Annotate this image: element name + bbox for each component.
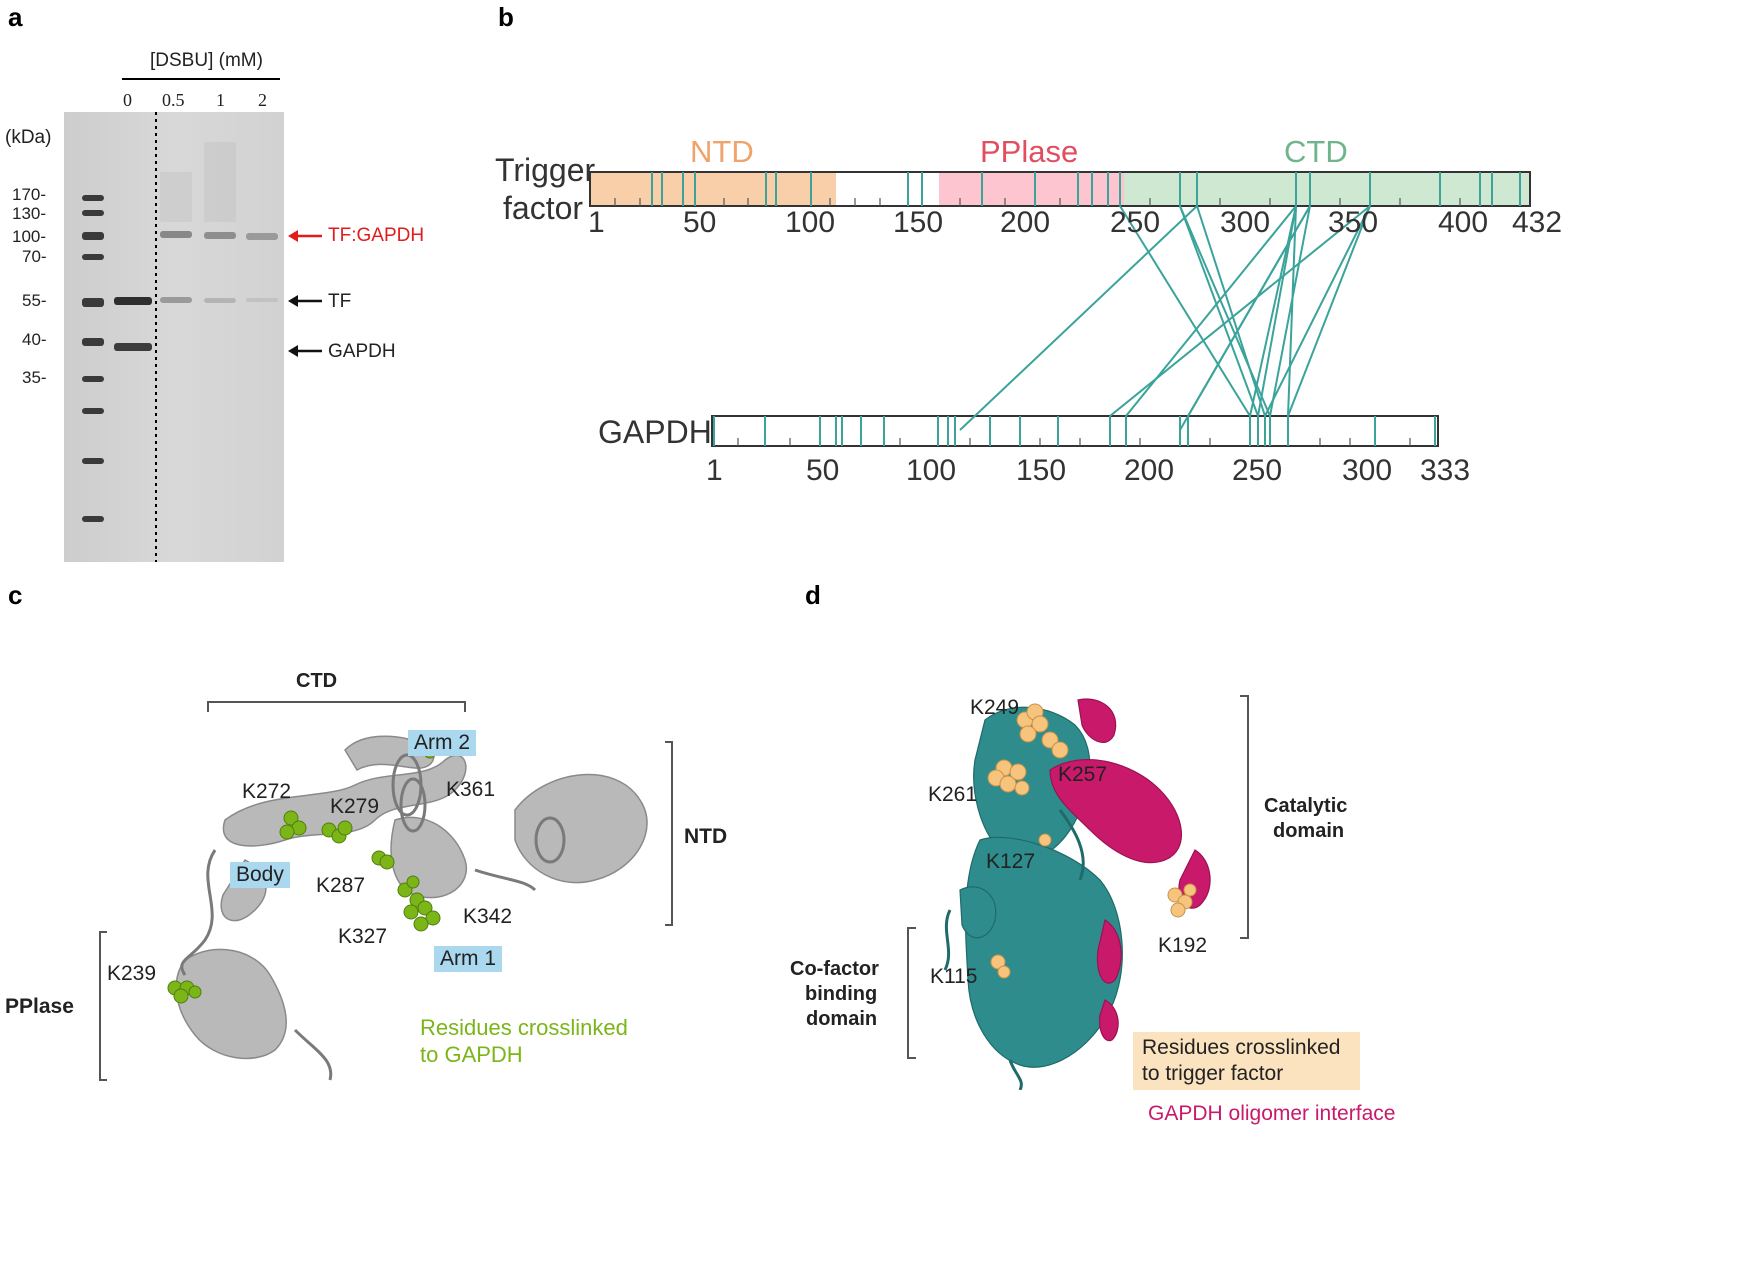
- gapdh-tick-200: 200: [1124, 454, 1175, 487]
- tf-tick-1: 1: [588, 206, 605, 239]
- tf-tick-150: 150: [893, 206, 944, 239]
- domain-ctd: CTD: [1284, 134, 1348, 169]
- gapdh-tick-150: 150: [1016, 454, 1067, 487]
- gapdh-tick-100: 100: [906, 454, 957, 487]
- gapdh-map-label: GAPDH: [598, 414, 712, 450]
- tf-tick-400: 400: [1438, 206, 1489, 239]
- tf-tick-350: 350: [1328, 206, 1379, 239]
- residue-k249: K249: [970, 696, 1020, 719]
- gapdh-tick-300: 300: [1342, 454, 1393, 487]
- gapdh-tick-1: 1: [706, 454, 723, 487]
- gapdh-structure: [907, 695, 1249, 1090]
- panel-label-d: d: [805, 580, 821, 610]
- domain-ntd: NTD: [690, 134, 754, 169]
- gapdh-bar: [711, 415, 1439, 447]
- catalytic-label-1: Catalytic: [1264, 795, 1348, 817]
- marker-35: 35-: [22, 368, 47, 387]
- arrow-gapdh: [288, 345, 322, 357]
- residue-k261: K261: [928, 783, 978, 806]
- tf-tick-200: 200: [1000, 206, 1051, 239]
- residue-k257: K257: [1058, 763, 1108, 786]
- cofactor-label-1: Co-factor: [790, 958, 879, 980]
- ctd-domain: [1124, 172, 1530, 206]
- cofactor-label-3: domain: [806, 1008, 878, 1030]
- tag-arm2: Arm 2: [408, 730, 477, 756]
- residue-k279: K279: [330, 795, 380, 818]
- tf-legend-line2: to GAPDH: [420, 1042, 523, 1067]
- pplase-label: PPlase: [5, 995, 74, 1018]
- cofactor-label-2: binding: [805, 983, 878, 1005]
- residue-k272: K272: [242, 780, 292, 803]
- residue-k287: K287: [316, 874, 366, 897]
- ntd-label: NTD: [684, 825, 728, 848]
- tf-structure: [99, 701, 673, 1081]
- tf-tick-50: 50: [683, 206, 717, 239]
- tf-tick-100: 100: [785, 206, 836, 239]
- pplase-domain: [939, 172, 1124, 206]
- marker-170: 170-: [12, 185, 47, 204]
- ntd-domain: [590, 172, 836, 206]
- arrow-tf-gapdh: [288, 230, 322, 242]
- annotation-tf: TF: [328, 291, 352, 312]
- lane-label-2: 2: [258, 90, 267, 110]
- residue-k127: K127: [986, 850, 1036, 873]
- marker-70: 70-: [22, 247, 47, 266]
- panel-label-a: a: [8, 2, 23, 32]
- kda-label: (kDa): [5, 127, 52, 148]
- gapdh-tick-250: 250: [1232, 454, 1283, 487]
- dsbu-title: [DSBU] (mM): [150, 50, 263, 71]
- residue-k192: K192: [1158, 934, 1208, 957]
- residue-k115: K115: [930, 965, 978, 988]
- gapdh-tick-50: 50: [806, 454, 840, 487]
- gapdh-interface-label: GAPDH oligomer interface: [1148, 1102, 1396, 1125]
- annotation-tf-gapdh: TF:GAPDH: [328, 225, 425, 246]
- dsbu-bracket-line: [122, 78, 280, 80]
- gapdh-tick-333: 333: [1420, 454, 1471, 487]
- tag-arm1: Arm 1: [434, 946, 503, 972]
- residue-k342: K342: [463, 905, 513, 928]
- panel-label-b: b: [498, 2, 514, 32]
- residue-k239: K239: [107, 962, 157, 985]
- tf-legend-line1: Residues crosslinked: [420, 1015, 628, 1040]
- annotation-gapdh: GAPDH: [328, 341, 396, 362]
- marker-130: 130-: [12, 204, 47, 223]
- gapdh-legend-box: [1133, 1032, 1360, 1090]
- lane-label-05: 0.5: [162, 90, 185, 110]
- tf-label-line2: factor: [503, 190, 584, 226]
- gapdh-legend-line1: Residues crosslinked: [1142, 1036, 1341, 1059]
- crosslink-map: [589, 171, 1531, 447]
- ctd-label: CTD: [296, 670, 338, 692]
- marker-40: 40-: [22, 330, 47, 349]
- residue-k327: K327: [338, 925, 388, 948]
- catalytic-label-2: domain: [1273, 820, 1345, 842]
- lane-label-1: 1: [216, 90, 225, 110]
- tf-tick-432: 432: [1512, 206, 1563, 239]
- marker-100: 100-: [12, 227, 47, 246]
- tag-body: Body: [230, 862, 290, 888]
- residue-k361: K361: [446, 778, 496, 801]
- gel-image: [64, 112, 284, 562]
- marker-55: 55-: [22, 291, 47, 310]
- tf-tick-250: 250: [1110, 206, 1161, 239]
- domain-pplase: PPlase: [980, 134, 1079, 169]
- lane-label-0: 0: [123, 90, 132, 110]
- tf-label-line1: Trigger: [495, 152, 596, 188]
- gapdh-legend-line2: to trigger factor: [1142, 1062, 1284, 1085]
- arrow-tf: [288, 295, 322, 307]
- tf-tick-300: 300: [1220, 206, 1271, 239]
- panel-label-c: c: [8, 580, 23, 610]
